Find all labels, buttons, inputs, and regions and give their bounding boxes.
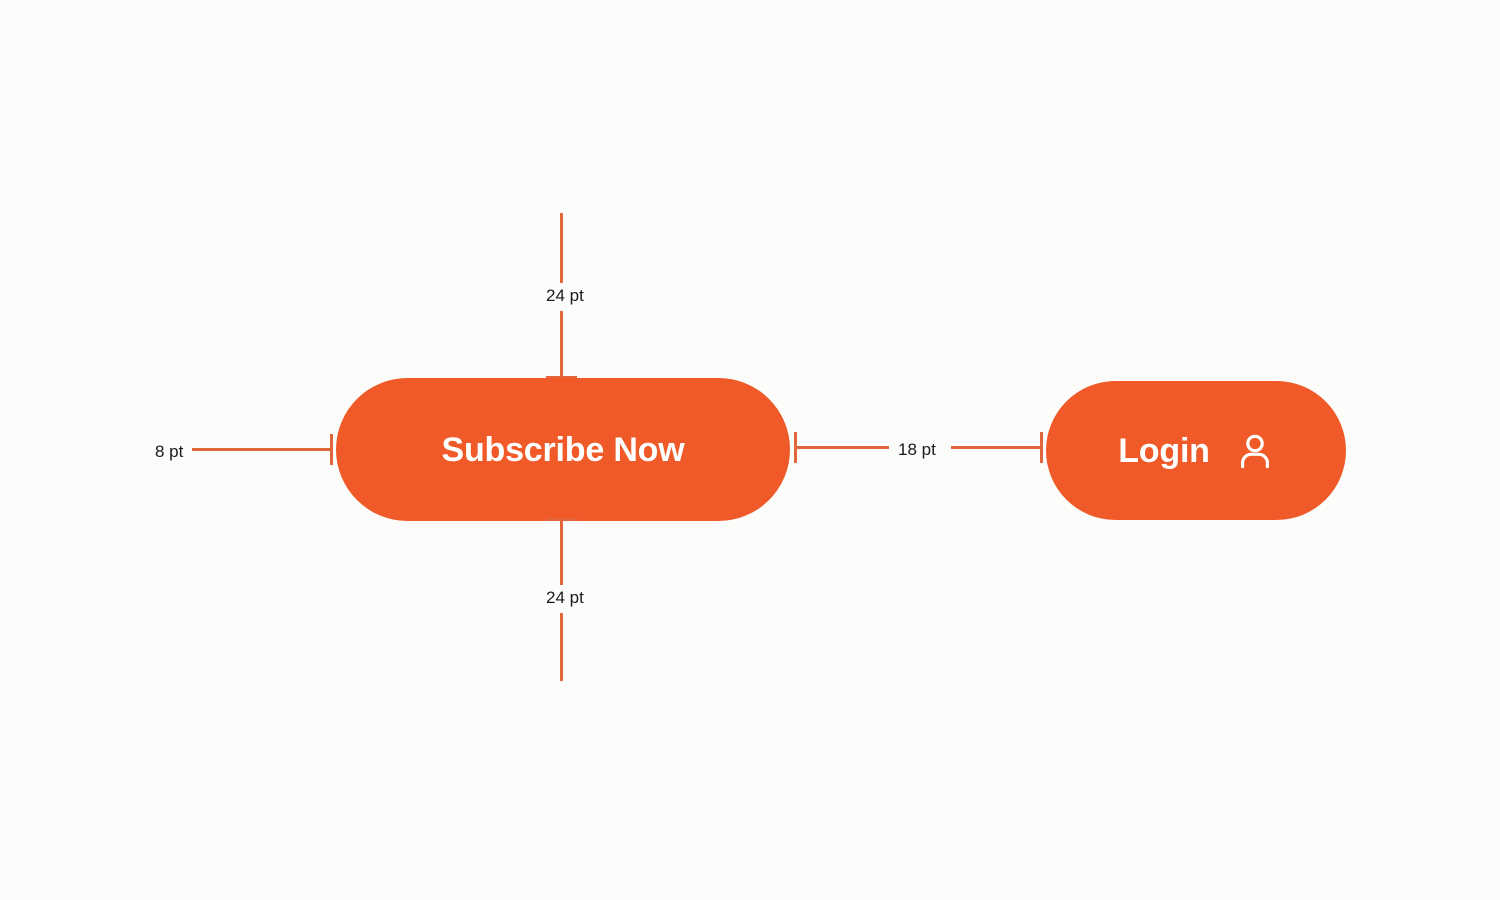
measurement-label-middle: 18 pt: [893, 438, 941, 461]
measurement-label-top: 24 pt: [541, 284, 589, 307]
bottom-guide-tick: [546, 518, 577, 521]
left-guide-tick: [330, 434, 333, 465]
measurement-label-left: 8 pt: [150, 440, 189, 463]
bottom-guide-line-lower: [560, 613, 563, 681]
measurement-label-bottom: 24 pt: [541, 586, 589, 609]
login-button[interactable]: Login: [1046, 381, 1346, 520]
middle-guide-line-right: [951, 446, 1040, 449]
middle-guide-tick-right: [1040, 432, 1043, 463]
left-guide-line: [192, 448, 332, 451]
user-icon: [1236, 432, 1274, 470]
middle-guide-line-left: [797, 446, 889, 449]
middle-guide-tick-left: [794, 432, 797, 463]
login-button-label: Login: [1118, 431, 1210, 470]
top-guide-tick: [546, 376, 577, 379]
subscribe-now-button[interactable]: Subscribe Now: [336, 378, 790, 521]
subscribe-now-button-label: Subscribe Now: [441, 430, 685, 469]
top-guide-line-lower: [560, 311, 563, 378]
top-guide-line-upper: [560, 213, 563, 283]
bottom-guide-line-upper: [560, 521, 563, 585]
